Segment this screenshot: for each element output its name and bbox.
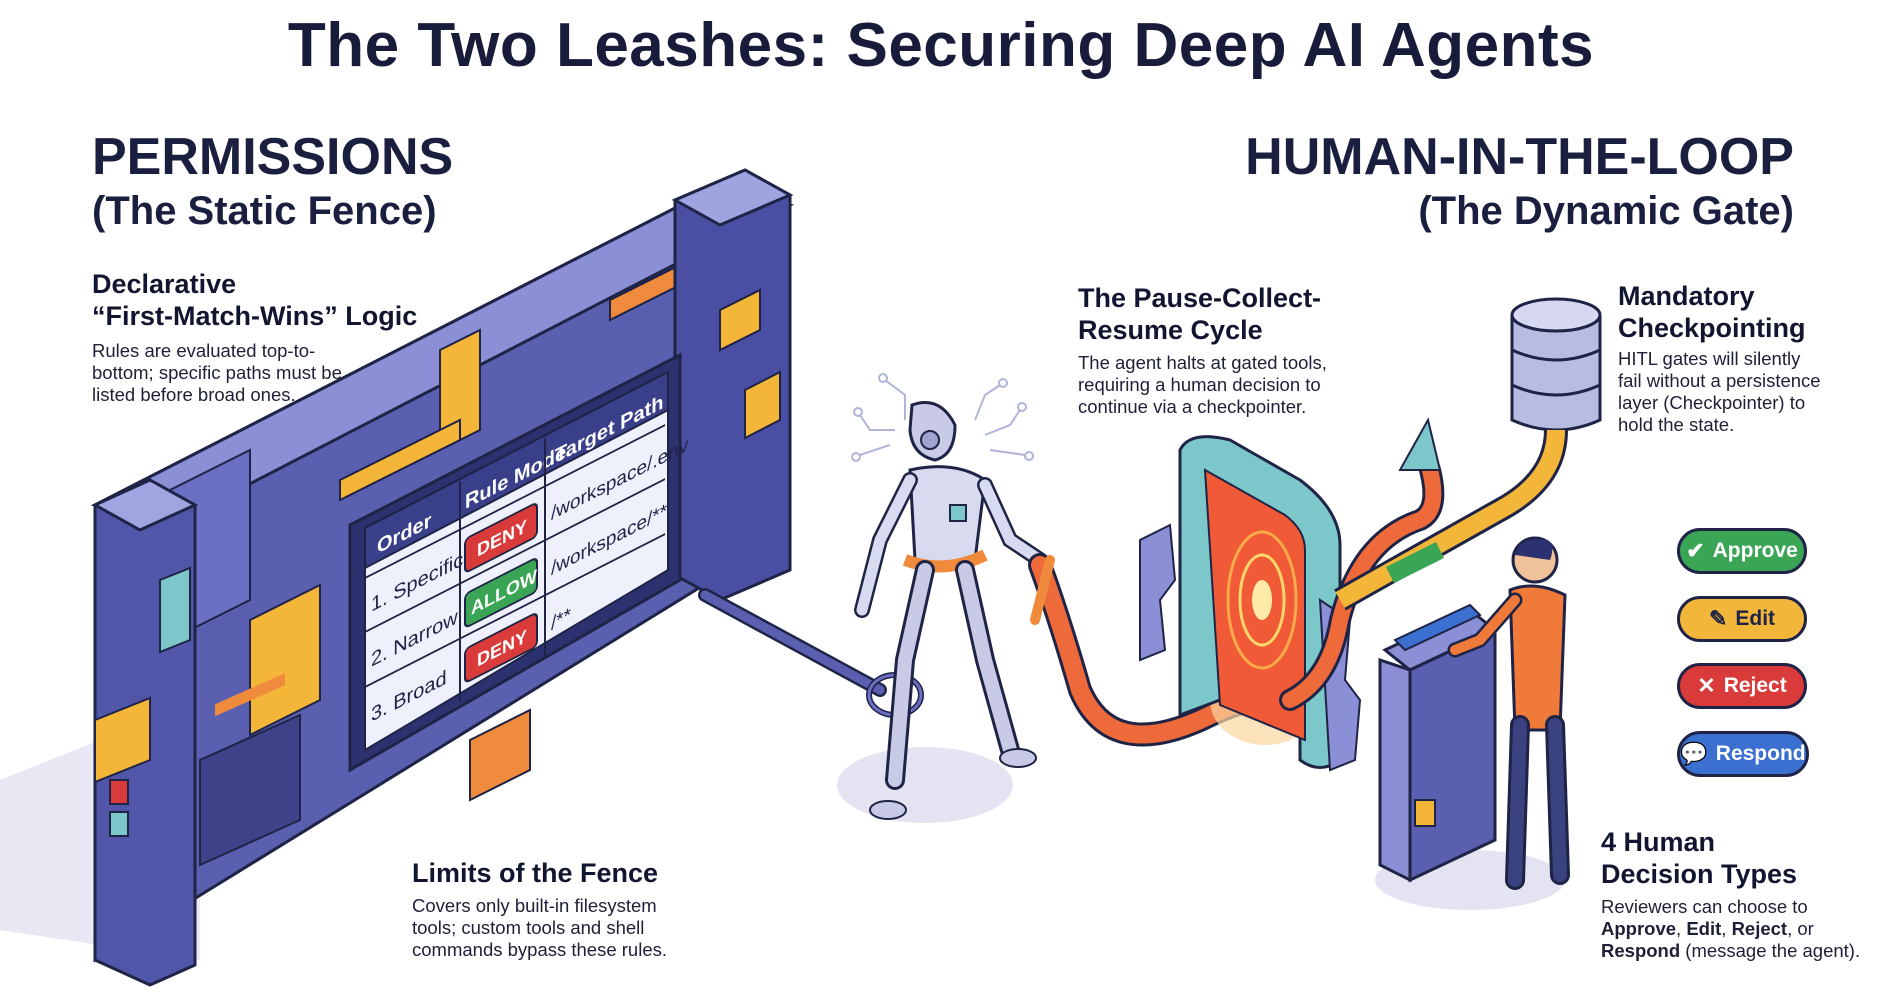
limits-title: Limits of the Fence [412, 858, 659, 888]
declarative-body-line: Rules are evaluated top-to- [92, 340, 316, 361]
decision-approve: Approve [1601, 918, 1677, 939]
decision-respond: Respond [1601, 940, 1681, 961]
cycle-title-line1: The Pause-Collect- [1078, 283, 1322, 313]
permissions-heading: PERMISSIONS [92, 128, 454, 186]
x-icon: ✕ [1697, 673, 1716, 698]
respond-label: Respond [1715, 742, 1806, 765]
checkpointing-body-line: layer (Checkpointer) to [1618, 392, 1806, 413]
gate-portal-illustration [1139, 435, 1362, 772]
cycle-body-line: continue via a checkpointer. [1078, 396, 1307, 417]
separator: , or [1787, 918, 1814, 939]
edit-button[interactable]: ✎ Edit [1677, 596, 1807, 642]
cycle-section: The Pause-Collect- Resume Cycle The agen… [1078, 282, 1327, 418]
decisions-body-line: Respond (message the agent). [1601, 940, 1860, 962]
separator: , [1676, 918, 1687, 939]
page-title: The Two Leashes: Securing Deep AI Agents [287, 11, 1595, 80]
hitl-subheading: (The Dynamic Gate) [1418, 189, 1794, 233]
decisions-body-line: Reviewers can choose to [1601, 896, 1808, 917]
approve-label: Approve [1712, 539, 1798, 562]
limits-body-line: tools; custom tools and shell [412, 917, 645, 938]
checkpointing-body-line: fail without a persistence [1618, 370, 1821, 391]
checkpointing-title-line2: Checkpointing [1618, 313, 1806, 343]
declarative-body-line: listed before broad ones. [92, 384, 296, 405]
reject-label: Reject [1723, 674, 1787, 697]
reviewer-kiosk-illustration [1375, 536, 1570, 910]
edit-label: Edit [1735, 607, 1776, 630]
cycle-title-line2: Resume Cycle [1078, 315, 1263, 345]
decisions-tail: (message the agent). [1680, 940, 1861, 961]
decisions-title-line1: 4 Human [1601, 827, 1716, 857]
checkmark-icon: ✔ [1686, 538, 1705, 563]
declarative-body-line: bottom; specific paths must be [92, 362, 342, 383]
limits-section: Limits of the Fence Covers only built-in… [412, 857, 667, 961]
limits-body-line: commands bypass these rules. [412, 939, 668, 960]
declarative-title-line2: “First-Match-Wins” Logic [92, 301, 418, 331]
cycle-body-line: The agent halts at gated tools, [1078, 352, 1327, 373]
checkpointing-body-line: HITL gates will silently [1618, 348, 1801, 369]
declarative-section: Declarative “First-Match-Wins” Logic Rul… [92, 268, 417, 406]
cycle-body-line: requiring a human decision to [1078, 374, 1321, 395]
checkpointing-title-line1: Mandatory [1618, 281, 1755, 311]
checkpointing-section: Mandatory Checkpointing HITL gates will … [1618, 280, 1821, 436]
speech-bubble-icon: 💬 [1680, 741, 1708, 766]
rule-badge-allow [464, 558, 538, 628]
checkpointing-body-line: hold the state. [1618, 414, 1735, 435]
database-icon [1510, 297, 1602, 432]
limits-body-line: Covers only built-in filesystem [412, 895, 657, 916]
separator: , [1721, 918, 1732, 939]
leash-rod-illustration [698, 588, 924, 718]
decisions-section: 4 Human Decision Types Reviewers can cho… [1601, 826, 1860, 962]
pencil-icon: ✎ [1708, 606, 1728, 631]
rule-badge-deny [464, 503, 538, 573]
table-row-path: /** [551, 604, 571, 635]
robot-agent-illustration [837, 373, 1048, 823]
respond-button[interactable]: 💬 Respond [1677, 731, 1809, 777]
decision-edit: Edit [1686, 918, 1722, 939]
approve-button[interactable]: ✔ Approve [1677, 528, 1807, 574]
firewall-wall-illustration [90, 168, 795, 987]
decisions-body-line: Approve, Edit, Reject, or [1601, 918, 1860, 940]
decisions-title-line2: Decision Types [1601, 859, 1798, 889]
permissions-subheading: (The Static Fence) [92, 189, 437, 233]
declarative-title-line1: Declarative [92, 269, 237, 299]
decision-reject: Reject [1731, 918, 1788, 939]
rule-badge-deny [464, 613, 538, 683]
hitl-heading: HUMAN-IN-THE-LOOP [1245, 128, 1794, 186]
reject-button[interactable]: ✕ Reject [1677, 663, 1807, 709]
